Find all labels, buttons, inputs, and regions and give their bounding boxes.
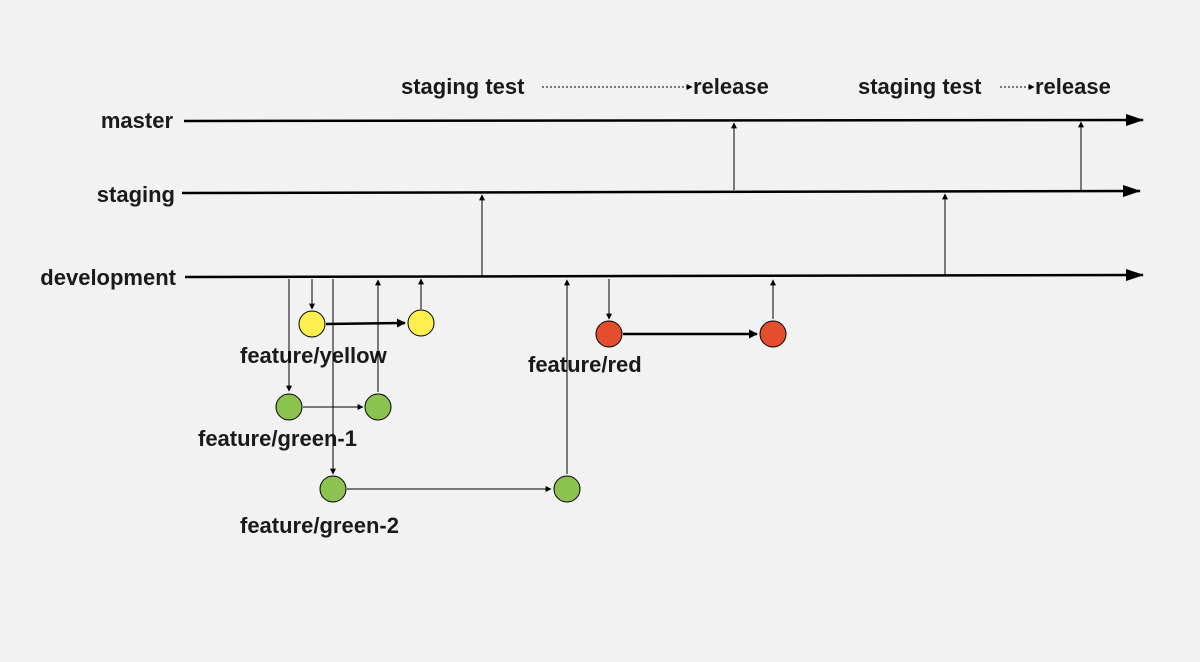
green-1-commit-node	[275, 393, 303, 421]
master-branch-line	[183, 114, 1144, 127]
annotation-staging-test-1: staging test	[401, 74, 525, 99]
feature-label-yellow: feature/yellow	[240, 343, 388, 368]
annotation-release-1: release	[693, 74, 769, 99]
yellow-commit-node	[407, 309, 435, 337]
feature-label-red: feature/red	[528, 352, 642, 377]
development-branch-line	[184, 269, 1144, 282]
yellow-commit-node	[298, 310, 326, 338]
green-2-commit-node	[553, 475, 581, 503]
annotation-release-2: release	[1035, 74, 1111, 99]
branch-label-development: development	[40, 265, 176, 290]
red-commit-node	[759, 320, 787, 348]
annotation-staging-test-2: staging test	[858, 74, 982, 99]
branch-label-staging: staging	[97, 182, 175, 207]
feature-label-green-2: feature/green-2	[240, 513, 399, 538]
green-2-commit-node	[319, 475, 347, 503]
branch-label-master: master	[101, 108, 174, 133]
yellow-commit-arrow	[325, 318, 406, 328]
staging-branch-line	[181, 185, 1141, 198]
red-commit-node	[595, 320, 623, 348]
feature-label-green-1: feature/green-1	[198, 426, 357, 451]
green-1-commit-node	[364, 393, 392, 421]
